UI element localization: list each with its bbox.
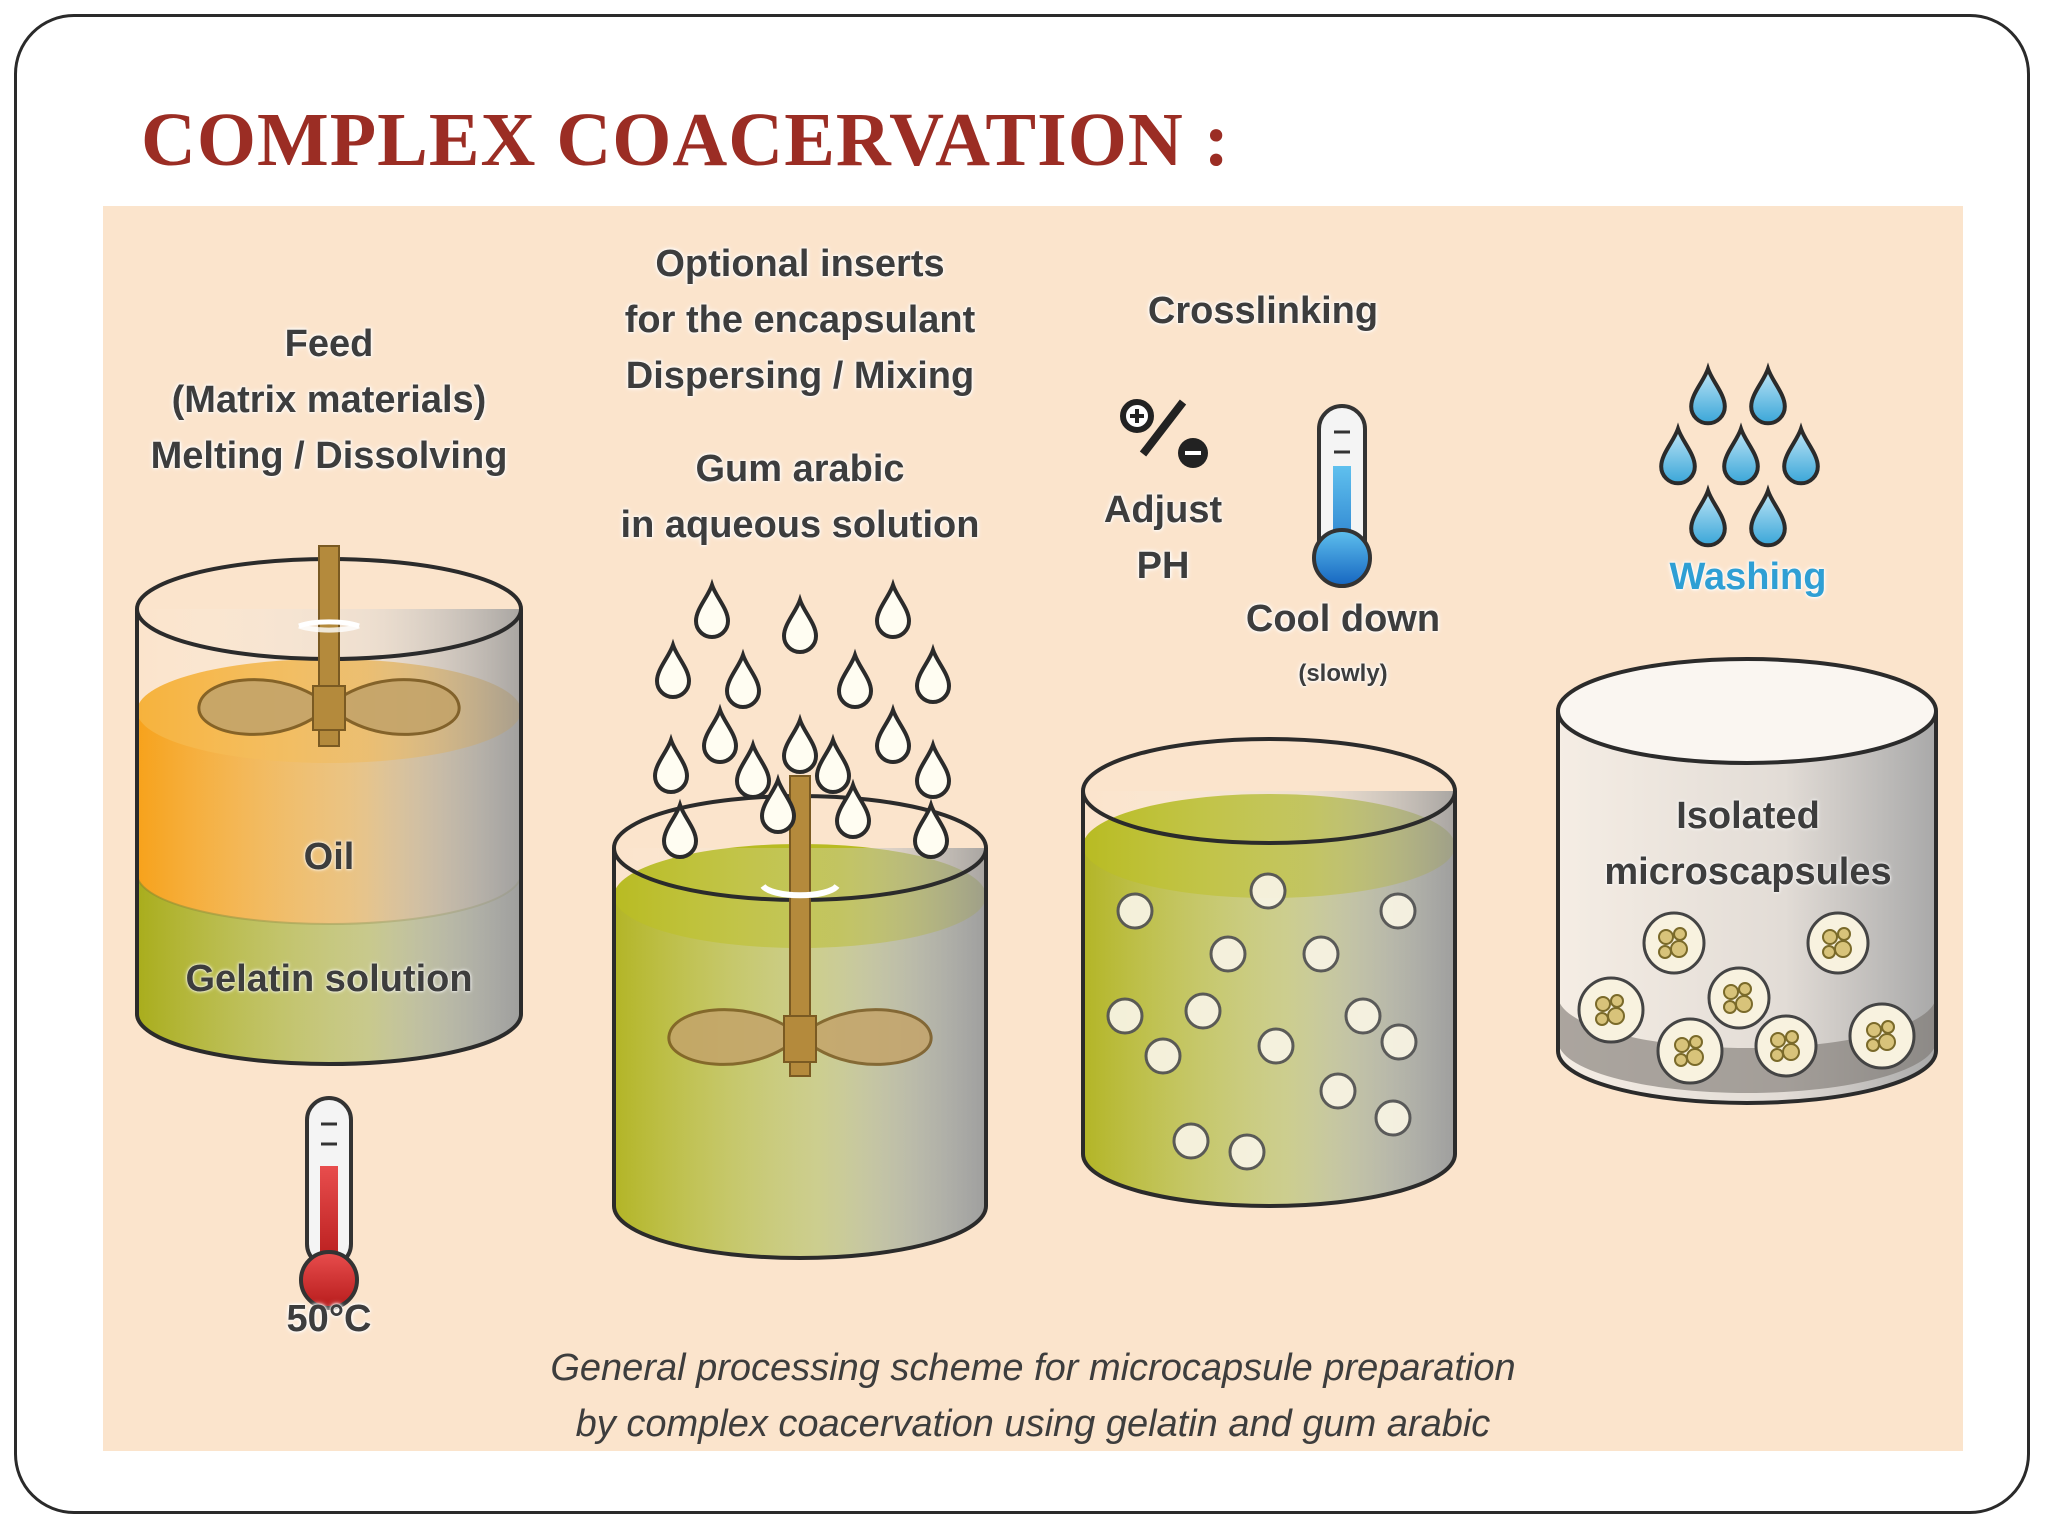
gum-arabic-drop — [724, 648, 762, 709]
step1-title: Feed (Matrix materials) Melting / Dissol… — [123, 316, 535, 484]
isolated-microcapsules — [1577, 911, 1916, 1085]
beaker-3 — [1081, 737, 1457, 1208]
gum-arabic-drop — [836, 648, 874, 709]
washing-drops-icon — [1659, 362, 1820, 548]
gum-arabic-drop — [654, 638, 692, 699]
gum-arabic-line: Gum arabic — [695, 448, 905, 490]
caption-line: General processing scheme for microcapsu… — [550, 1347, 1516, 1389]
microcapsule-bead — [1228, 1133, 1266, 1171]
microcapsule-bead — [1319, 1072, 1357, 1110]
gum-arabic-drop — [734, 738, 772, 799]
beaker-1 — [135, 545, 523, 1066]
gum-arabic-line: in aqueous solution — [620, 504, 980, 546]
isolated-line: Isolated — [1676, 795, 1820, 837]
adjust-ph-label: Adjust PH — [1073, 482, 1253, 594]
gum-arabic-drop — [781, 593, 819, 654]
gum-arabic-drop — [759, 773, 797, 834]
microcapsule-bead — [1249, 872, 1287, 910]
gum-arabic-drop — [652, 733, 690, 794]
step2-title: Optional inserts for the encapsulant Dis… — [590, 236, 1010, 404]
microcapsule-bead — [1209, 935, 1247, 973]
cool-down-note: (slowly) — [1298, 660, 1388, 687]
adjust-ph-line: Adjust — [1103, 489, 1223, 531]
isolated-line: microscapsules — [1604, 851, 1892, 893]
step2-title-line: Optional inserts — [655, 243, 945, 285]
gum-arabic-drop — [834, 778, 872, 839]
gum-arabic-drop — [693, 578, 731, 639]
microcapsule-bead — [1380, 1023, 1418, 1061]
step1-title-line: Feed — [284, 323, 374, 365]
isolated-microcapsule — [1806, 911, 1870, 975]
isolated-microcapsule — [1656, 1017, 1724, 1085]
step1-title-line: (Matrix materials) — [171, 379, 487, 421]
caption-line: by complex coacervation using gelatin an… — [575, 1403, 1491, 1445]
microcapsule-bead — [1172, 1122, 1210, 1160]
beaker-2 — [612, 775, 988, 1260]
process-diagram — [135, 362, 1938, 1310]
water-drop-icon — [1722, 422, 1760, 486]
gum-arabic-drop — [912, 798, 950, 859]
gum-arabic-drop — [914, 738, 952, 799]
isolated-microcapsules-label: Isolated microscapsules — [1563, 788, 1933, 900]
oil-label: Oil — [303, 836, 355, 878]
step2-title-line: Dispersing / Mixing — [625, 355, 975, 397]
gum-arabic-drop — [701, 703, 739, 764]
gum-arabic-label: Gum arabic in aqueous solution — [590, 441, 1010, 553]
microcapsule-bead — [1144, 1037, 1182, 1075]
gum-arabic-drop — [781, 713, 819, 774]
microcapsule-bead — [1106, 997, 1144, 1035]
water-drop-icon — [1749, 484, 1787, 548]
temperature-label: 50°C — [286, 1298, 372, 1340]
adjust-ph-line: PH — [1136, 545, 1190, 587]
microcapsule-bead — [1379, 892, 1417, 930]
water-drop-icon — [1689, 362, 1727, 426]
isolated-microcapsule — [1707, 966, 1771, 1030]
isolated-microcapsule — [1577, 976, 1645, 1044]
microcapsule-bead — [1302, 935, 1340, 973]
gum-arabic-drops — [652, 578, 952, 859]
beaker-4 — [1556, 657, 1938, 1105]
gum-arabic-drop — [914, 643, 952, 704]
isolated-microcapsule — [1642, 911, 1706, 975]
microcapsule-bead — [1184, 992, 1222, 1030]
microcapsule-bead — [1344, 997, 1382, 1035]
step1-title-line: Melting / Dissolving — [150, 435, 508, 477]
water-drop-icon — [1782, 422, 1820, 486]
gum-arabic-drop — [814, 733, 852, 794]
microcapsule-bead — [1374, 1099, 1412, 1137]
water-drop-icon — [1689, 484, 1727, 548]
microcapsule-bead — [1257, 1027, 1295, 1065]
step2-title-line: for the encapsulant — [624, 299, 976, 341]
slide-title: COMPLEX COACERVATION : — [141, 98, 1231, 182]
isolated-microcapsule — [1754, 1014, 1818, 1078]
water-drop-icon — [1659, 422, 1697, 486]
water-drop-icon — [1749, 362, 1787, 426]
crosslinking-label: Crosslinking — [1147, 290, 1379, 332]
gum-arabic-drop — [874, 578, 912, 639]
washing-label: Washing — [1669, 556, 1827, 598]
isolated-microcapsule — [1848, 1002, 1916, 1070]
figure-caption: General processing scheme for microcapsu… — [103, 1340, 1963, 1452]
cool-down-label: Cool down — [1245, 598, 1441, 640]
process-figure: Feed (Matrix materials) Melting / Dissol… — [103, 206, 1963, 1451]
gum-arabic-drop — [661, 798, 699, 859]
thermometer-cold-icon — [1312, 404, 1372, 588]
ph-adjust-icon — [1120, 399, 1208, 468]
microcapsule-beads — [1106, 872, 1418, 1171]
gum-arabic-drop — [874, 703, 912, 764]
gelatin-solution-label: Gelatin solution — [185, 958, 473, 1000]
microcapsule-bead — [1116, 892, 1154, 930]
thermometer-hot-icon — [299, 1096, 359, 1310]
